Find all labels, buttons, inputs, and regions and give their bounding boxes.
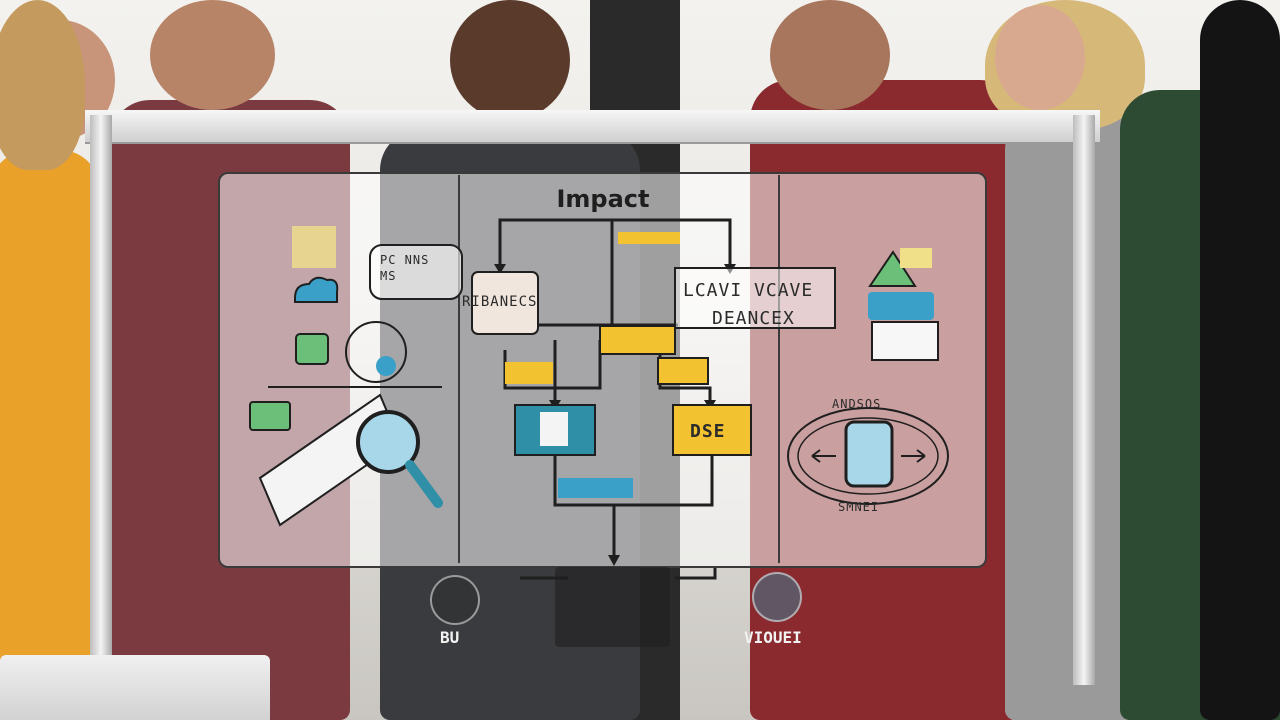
yellow-box-text: DSE [690,421,726,442]
tree-icon [868,250,917,287]
person-dark-edge [1200,0,1280,720]
chip-icon [430,575,480,625]
person-face [770,0,890,110]
board-frame-top [85,110,1100,144]
document-icon [540,412,568,446]
board-divider [458,175,460,563]
sticky-note [900,248,932,268]
money-icon [249,401,291,431]
flowchart-arrowheads [494,264,736,566]
blue-bar [558,478,633,498]
foreground-table [0,655,270,720]
right-box-text-line1: LCAVI VCAVE [683,280,814,301]
cylinder-box-text: RIBANECS [462,294,538,310]
sticky-yellow [599,325,676,355]
sticky-yellow [505,362,553,384]
arrow-right-icon [901,449,926,463]
chip-label-left: BU [440,628,460,647]
card-icon [871,321,939,361]
person-hair [0,0,85,170]
globe-outline [345,321,407,383]
board-post-left [90,115,112,685]
chip-label-right: VIOUEI [744,628,802,647]
yellow-box [672,404,752,456]
sticky-yellow [657,357,709,385]
magnifier-icon [258,393,443,527]
person-orange-shirt [0,150,100,720]
globe-icon [376,356,396,376]
badge-icon [295,333,329,365]
sticky-yellow [618,232,680,244]
tablet-icon [844,420,894,488]
sticky-note [292,226,336,268]
person-face [450,0,570,120]
arrow-left-icon [811,449,836,463]
cylinder-box [471,271,539,335]
board-divider [778,175,780,563]
board-title: Impact [556,185,650,213]
chip-icon [752,572,802,622]
speech-box-text: PC NNS MS [380,253,430,283]
speech-box [369,244,463,300]
person-face [995,5,1085,110]
glass-board [218,172,987,568]
right-box-text-line2: DEANCEX [712,308,795,329]
person-face [150,0,275,110]
icon-tray [555,567,670,647]
cycle-top-label: ANDSOS [832,397,882,411]
cycle-outline [787,407,949,505]
cycle-outline [797,417,939,495]
cycle-bottom-label: SMNEI [838,500,880,514]
blue-bubble [868,292,934,320]
board-post-right [1073,115,1095,685]
text-box [674,267,836,329]
cloud-icon [294,276,339,303]
